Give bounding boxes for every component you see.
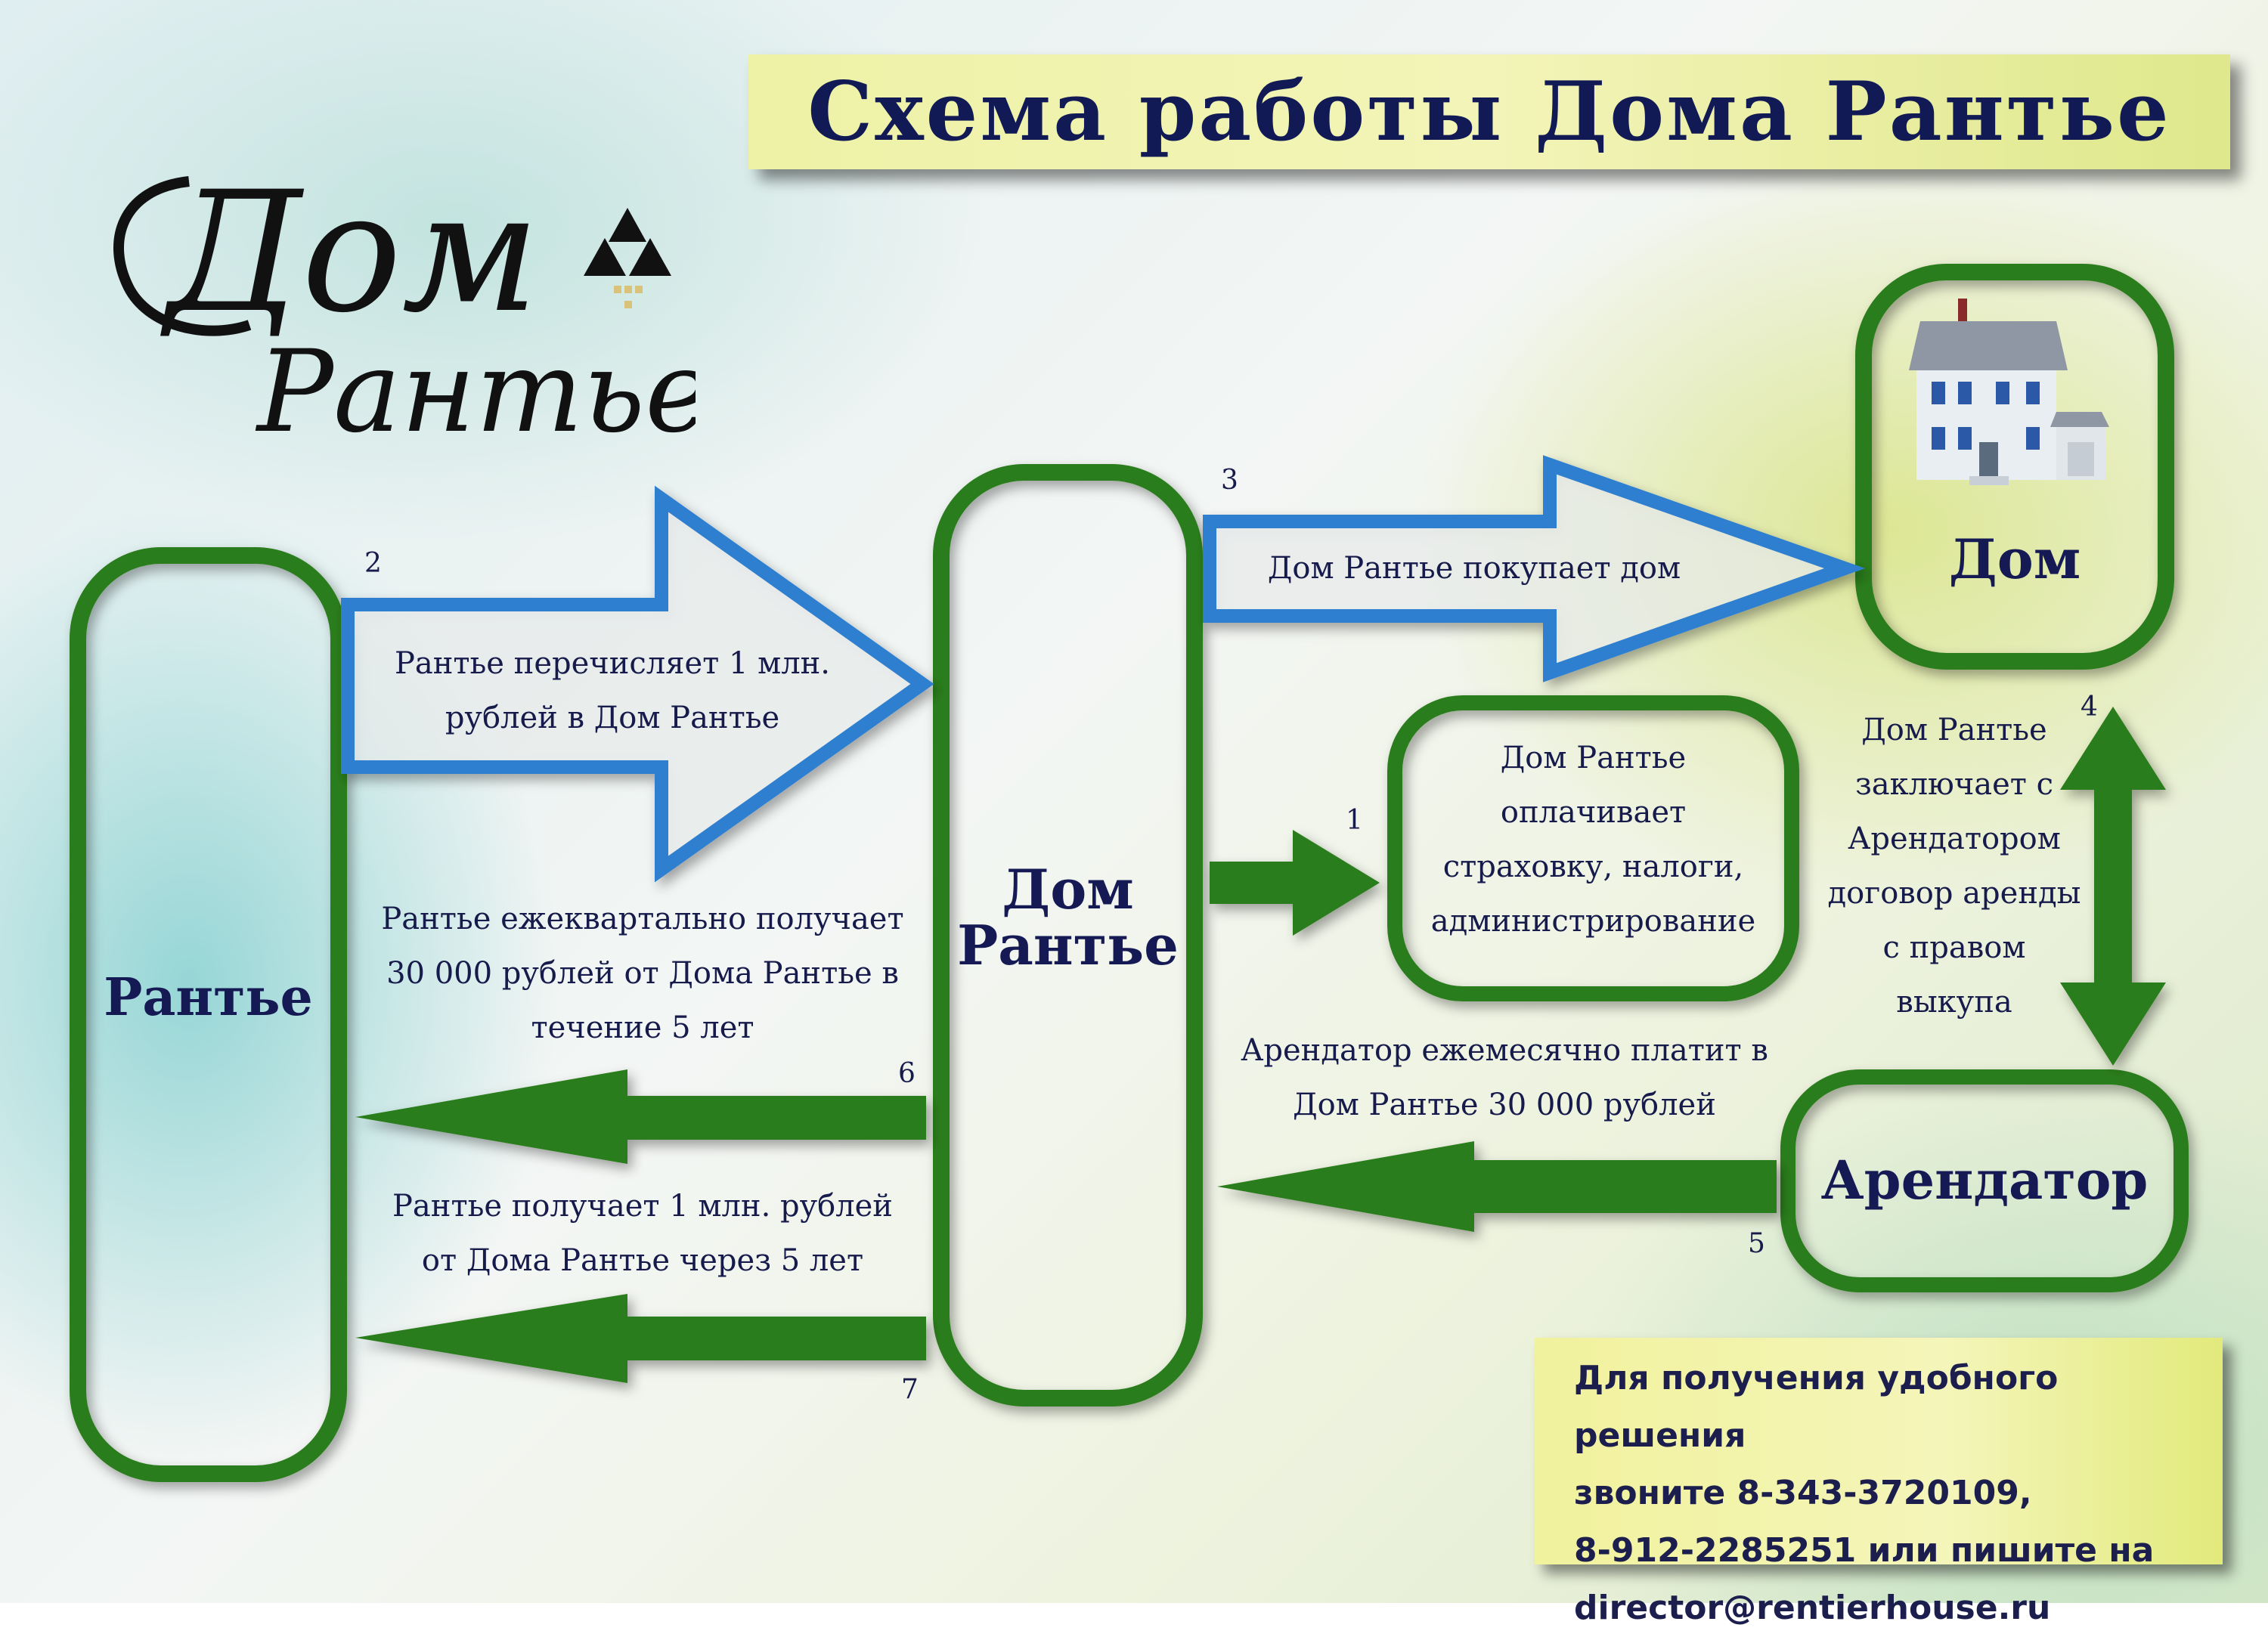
dom-rentier-label-line: Дом xyxy=(1002,857,1134,921)
expenses-line: страховку, налоги, xyxy=(1442,849,1744,884)
step-5-line: Дом Рантье 30 000 рублей xyxy=(1293,1088,1716,1122)
arendator-label: Арендатор xyxy=(1820,1149,2149,1212)
step-5-text: Арендатор ежемесячно платит в Дом Рантье… xyxy=(1225,1023,1784,1132)
logo: Дом Рантье xyxy=(113,156,696,453)
arrow-step-3 xyxy=(1203,455,1866,682)
step-6-line: течение 5 лет xyxy=(531,1010,754,1045)
expenses-line: оплачивает xyxy=(1500,795,1687,830)
step-3-line: Дом Рантье покупает дом xyxy=(1267,551,1681,586)
rentier-label: Рантье xyxy=(104,967,313,1028)
contact-email[interactable]: director@rentierhouse.ru xyxy=(1574,1589,2051,1627)
logo-line2: Рантье xyxy=(255,326,696,453)
step-6-line: 30 000 рублей от Дома Рантье в xyxy=(386,956,899,991)
arrow-step-1 xyxy=(1210,830,1380,936)
contact-box: Для получения удобного решения звоните 8… xyxy=(1535,1338,2223,1627)
house-icon xyxy=(1909,299,2109,485)
expenses-label: Дом Рантье оплачивает страховку, налоги,… xyxy=(1395,731,1792,948)
arrow-step-6 xyxy=(355,1069,926,1164)
title-banner: Схема работы Дома Рантье xyxy=(748,54,2230,169)
step-7-text: Рантье получает 1 млн. рублей от Дома Ра… xyxy=(355,1179,930,1288)
rentier-box xyxy=(70,547,347,1482)
arrow-step-2 xyxy=(341,485,934,883)
step-number: 3 xyxy=(1221,465,1238,496)
diagram: Схема работы Дома Рантье Дом Рантье xyxy=(70,54,2230,1627)
arrow-step-4 xyxy=(2060,707,2166,1066)
expenses-line: администрирование xyxy=(1430,904,1756,939)
step-7-line: от Дома Рантье через 5 лет xyxy=(421,1243,864,1278)
step-7-line: Рантье получает 1 млн. рублей xyxy=(392,1189,893,1224)
step-2-line: рублей в Дом Рантье xyxy=(445,701,780,735)
step-4-text: Дом Рантье заключает с Арендатором догов… xyxy=(1811,703,2098,1029)
step-6-text: Рантье ежеквартально получает 30 000 руб… xyxy=(355,892,930,1055)
step-4-line: выкупа xyxy=(1896,985,2012,1020)
step-3-text: Дом Рантье покупает дом xyxy=(1232,541,1716,596)
step-number: 5 xyxy=(1748,1228,1765,1259)
step-number: 7 xyxy=(901,1374,919,1405)
step-number: 4 xyxy=(2081,692,2098,723)
expenses-line: Дом Рантье xyxy=(1500,741,1687,775)
dom-label: Дом xyxy=(1948,527,2081,591)
expenses-box xyxy=(1387,695,1799,1001)
contact-line: Для получения удобного решения xyxy=(1574,1359,2059,1455)
step-4-line: Арендатором xyxy=(1848,822,2061,856)
step-number: 2 xyxy=(364,548,382,579)
page-title: Схема работы Дома Рантье xyxy=(807,64,2171,159)
arendator-box xyxy=(1780,1069,2189,1292)
step-4-line: заключает с xyxy=(1854,767,2054,802)
dom-rentier-label: Дом Рантье xyxy=(941,862,1194,973)
logo-line1: Дом xyxy=(160,156,540,349)
dom-rentier-label-line: Рантье xyxy=(957,913,1179,977)
dom-box xyxy=(1855,264,2174,670)
dom-rentier-box xyxy=(933,464,1203,1406)
step-4-line: договор аренды xyxy=(1827,876,2081,911)
arrow-step-7 xyxy=(355,1294,926,1383)
step-2-text: Рантье перечисляет 1 млн. рублей в Дом Р… xyxy=(363,636,862,745)
logo-flourish xyxy=(113,176,252,336)
step-number: 1 xyxy=(1346,805,1363,836)
step-2-line: Рантье перечисляет 1 млн. xyxy=(394,646,831,681)
logo-roof-icon xyxy=(584,208,671,308)
step-number: 6 xyxy=(898,1058,916,1089)
step-5-line: Арендатор ежемесячно платит в xyxy=(1241,1033,1768,1068)
step-4-line: с правом xyxy=(1882,930,2026,965)
arrow-step-5 xyxy=(1217,1141,1777,1232)
contact-line: звоните 8-343-3720109, xyxy=(1574,1474,2032,1512)
diagram-shapes xyxy=(70,264,2189,1482)
contact-line: 8-912-2285251 или пишите на xyxy=(1574,1531,2155,1570)
step-4-line: Дом Рантье xyxy=(1861,713,2047,747)
step-6-line: Рантье ежеквартально получает xyxy=(381,902,904,936)
